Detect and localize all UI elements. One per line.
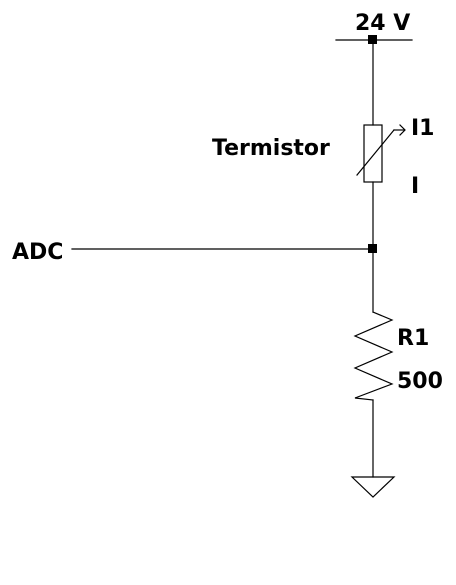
thermistor-ref-label: I1 xyxy=(411,116,435,141)
thermistor-diagonal xyxy=(356,129,395,176)
ground-icon xyxy=(350,476,396,498)
thermistor-value-label: I xyxy=(411,174,419,199)
supply-label: 24 V xyxy=(355,11,410,36)
thermistor-name-label: Termistor xyxy=(212,136,330,161)
resistor-value-label: 500 xyxy=(397,369,443,394)
resistor-ref-label: R1 xyxy=(397,326,429,351)
thermistor-body xyxy=(363,124,383,183)
adc-label: ADC xyxy=(12,240,63,265)
resistor-zigzag-icon xyxy=(353,311,394,401)
thermistor-icon xyxy=(356,124,406,183)
thermistor-arrowhead xyxy=(399,124,406,136)
